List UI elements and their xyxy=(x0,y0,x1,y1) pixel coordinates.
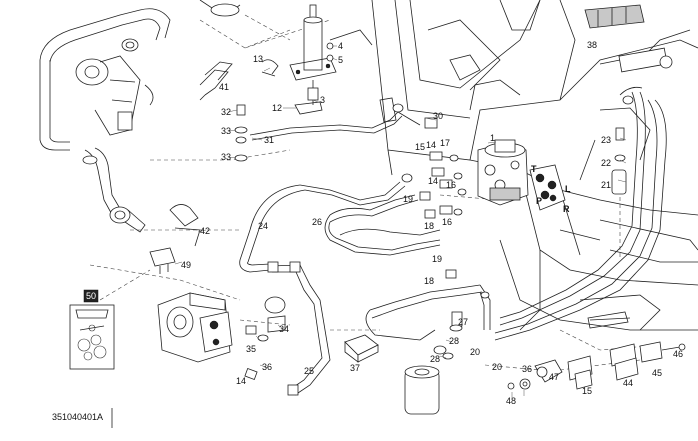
callout-14-a: 14 xyxy=(426,140,436,150)
callout-38: 38 xyxy=(587,40,597,50)
callout-4: 4 xyxy=(338,41,343,51)
callout-48: 48 xyxy=(506,396,516,406)
callout-12: 12 xyxy=(272,103,282,113)
callout-30: 30 xyxy=(433,111,443,121)
kit-label: 50 xyxy=(86,291,96,301)
callout-16-a: 16 xyxy=(446,180,456,190)
callout-26: 26 xyxy=(312,217,322,227)
callout-5: 5 xyxy=(338,55,343,65)
water-pump-pipe-assembly xyxy=(39,0,241,233)
leader-lines xyxy=(174,45,627,398)
port-letter-r: R xyxy=(563,204,570,214)
callout-36-a: 36 xyxy=(262,362,272,372)
callout-32: 32 xyxy=(221,107,231,117)
port-letter-l: L xyxy=(565,184,571,194)
callout-33-b: 33 xyxy=(221,152,231,162)
right-upper-components xyxy=(584,4,673,195)
callout-28-a: 28 xyxy=(449,336,459,346)
callout-18-a: 18 xyxy=(424,221,434,231)
port-letter-p: P xyxy=(536,196,542,206)
callout-18-b: 18 xyxy=(424,276,434,286)
callout-45: 45 xyxy=(652,368,662,378)
callout-13: 13 xyxy=(253,54,263,64)
valve-port-letters: T L P R xyxy=(531,164,571,214)
callout-19-b: 19 xyxy=(432,254,442,264)
brackets-clips xyxy=(149,61,233,274)
callout-31: 31 xyxy=(264,135,274,145)
callout-47: 47 xyxy=(549,372,559,382)
callout-28-b: 28 xyxy=(430,354,440,364)
vehicle-frame-outline xyxy=(329,0,698,331)
callout-17: 17 xyxy=(440,138,450,148)
callout-33-a: 33 xyxy=(221,126,231,136)
lower-right-components xyxy=(344,311,686,415)
part-callouts: 1 3 4 5 12 13 14 14 14 15 15 16 16 17 18… xyxy=(181,40,683,406)
callout-16-b: 16 xyxy=(442,217,452,227)
callout-14-b: 14 xyxy=(428,176,438,186)
callout-27: 27 xyxy=(458,317,468,327)
callout-24: 24 xyxy=(258,221,268,231)
callout-21: 21 xyxy=(601,180,611,190)
callout-36-b: 36 xyxy=(522,364,532,374)
callout-44: 44 xyxy=(623,378,633,388)
callout-3: 3 xyxy=(320,95,325,105)
fittings-left-center xyxy=(199,69,438,162)
callout-35: 35 xyxy=(246,344,256,354)
valve-port-fittings xyxy=(419,151,467,279)
callout-14-c: 14 xyxy=(236,376,246,386)
callout-22: 22 xyxy=(601,158,611,168)
steering-valve-unit xyxy=(477,139,566,211)
callout-46: 46 xyxy=(673,349,683,359)
callout-34: 34 xyxy=(279,324,289,334)
hydraulic-pump-block xyxy=(157,292,286,380)
callout-49: 49 xyxy=(181,260,191,270)
hydraulic-hoses xyxy=(239,86,667,396)
callout-15-b: 15 xyxy=(582,386,592,396)
callout-19-a: 19 xyxy=(403,194,413,204)
callout-1: 1 xyxy=(490,133,495,143)
callout-23: 23 xyxy=(601,135,611,145)
port-letter-t: T xyxy=(531,164,537,174)
callout-41: 41 xyxy=(219,82,229,92)
callout-20-b: 20 xyxy=(492,362,502,372)
document-number: 351040401A xyxy=(52,412,103,422)
callout-42: 42 xyxy=(200,226,210,236)
callout-15-a: 15 xyxy=(415,142,425,152)
seal-kit-box xyxy=(69,289,115,370)
callout-20-a: 20 xyxy=(470,347,480,357)
callout-25: 25 xyxy=(304,366,314,376)
callout-37: 37 xyxy=(350,363,360,373)
steering-cylinder-assembly xyxy=(261,4,337,115)
